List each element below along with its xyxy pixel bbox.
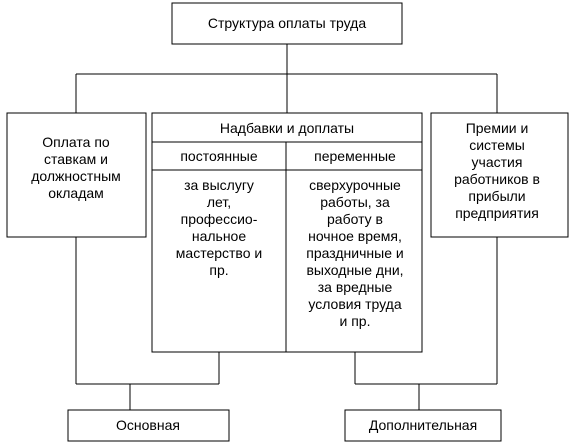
fixed-column-line: лет, [207,194,231,210]
base-pay-line: Оплата по [42,134,110,150]
title-box: Структура оплаты труда [171,2,403,45]
fixed-column-line: за выслугу [184,177,254,193]
additional-pay-box: Дополнительная [344,409,502,442]
allowances-box: Надбавки и доплаты постоянные переменные… [151,112,423,353]
main-pay-label: Основная [116,417,180,433]
variable-column-line: за вредные [318,279,393,295]
variable-column-title: переменные [314,148,396,164]
variable-column-line: ночное время, [308,228,402,244]
additional-pay-label: Дополнительная [369,417,477,433]
allowances-header: Надбавки и доплаты [220,120,354,136]
variable-column-line: работу в [327,211,383,227]
base-pay-line: должностным [31,168,121,184]
title-text: Структура оплаты труда [208,15,366,31]
bonuses-line: прибыли [468,188,525,204]
fixed-column-line: мастерство и [176,245,262,261]
variable-column-line: выходные дни, [306,262,403,278]
bonuses-line: предприятия [455,205,539,221]
base-pay-line: окладам [48,185,104,201]
variable-column-line: условия труда [308,296,401,312]
fixed-column-line: нальное [192,228,246,244]
bonuses-line: участия [472,154,523,170]
variable-column-line: работы, за [320,194,390,210]
bonuses-line: системы [469,137,525,153]
base-pay-line: ставкам и [44,151,108,167]
bonuses-line: Премии и [466,120,529,136]
main-pay-box: Основная [67,409,230,442]
bonuses-line: работников в [454,171,540,187]
fixed-column-line: пр. [209,262,228,278]
variable-column-line: сверхурочные [309,177,401,193]
fixed-column-line: профессио- [181,211,258,227]
connectors [75,44,498,410]
variable-column-line: и пр. [340,313,371,329]
fixed-column-title: постоянные [180,148,258,164]
variable-column-line: праздничные и [306,245,403,261]
